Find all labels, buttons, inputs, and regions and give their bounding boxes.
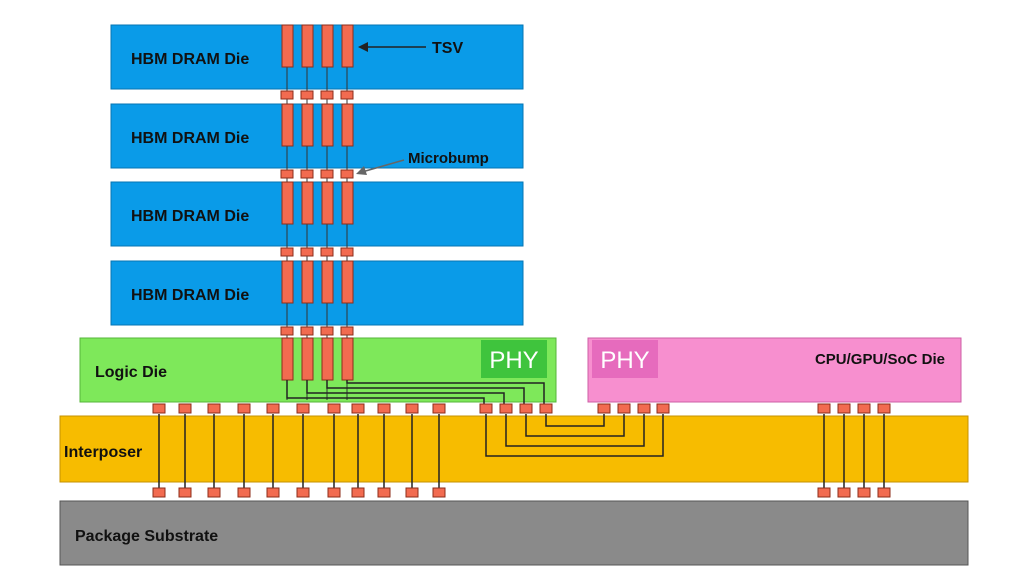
dram-die-label: HBM DRAM Die — [131, 208, 249, 225]
dram-die-3: HBM DRAM Die — [110, 181, 524, 247]
dram-die-2: HBM DRAM Die — [110, 103, 524, 169]
tsv-columns — [281, 24, 354, 381]
soc-die-label: CPU/GPU/SoC Die — [815, 351, 945, 368]
interposer-routing — [485, 414, 664, 457]
logic-die — [79, 337, 557, 403]
dram-die-4: HBM DRAM Die — [110, 260, 524, 326]
soc-phy-block — [592, 340, 658, 378]
dram-die-label: HBM DRAM Die — [131, 130, 249, 147]
dram-die-1: HBM DRAM Die — [110, 24, 524, 90]
tsv-callout-label: TSV — [432, 40, 463, 57]
soc-phy-label: PHY — [600, 347, 649, 374]
dram-die-label: HBM DRAM Die — [131, 287, 249, 304]
tsv-callout: TSV — [358, 40, 463, 57]
stack-microbumps — [280, 90, 354, 336]
logic-phy-label: PHY — [489, 347, 538, 374]
interposer — [59, 415, 969, 483]
package-substrate-label: Package Substrate — [75, 528, 218, 545]
microbump-callout: Microbump — [356, 150, 489, 175]
package-substrate — [59, 500, 969, 566]
interposer-label: Interposer — [64, 444, 142, 461]
logic-die-label: Logic Die — [95, 364, 167, 381]
interposer-vias — [158, 414, 885, 490]
interposer-top-bumps — [152, 403, 891, 414]
logic-phy-block — [481, 340, 547, 378]
interposer-bottom-bumps — [152, 487, 891, 498]
dram-die-label: HBM DRAM Die — [131, 51, 249, 68]
microbump-callout-label: Microbump — [408, 150, 489, 167]
logic-routing — [286, 380, 545, 408]
